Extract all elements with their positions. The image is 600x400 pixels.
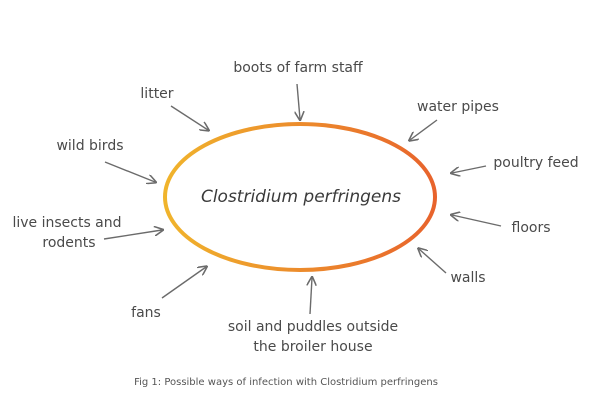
- arrow-fans: [161, 267, 206, 299]
- arrow-wild-birds: [104, 161, 155, 182]
- label-soil-puddles-line2: the broiler house: [253, 339, 372, 355]
- arrows: [103, 83, 502, 315]
- label-soil-puddles-line1: soil and puddles outside: [228, 319, 398, 335]
- center-label: Clostridium perfringens: [201, 187, 401, 207]
- label-walls: walls: [450, 270, 485, 286]
- source-labels: boots of farm staff water pipes poultry …: [12, 60, 578, 355]
- center-ellipse: [163, 122, 437, 272]
- label-boots: boots of farm staff: [233, 60, 363, 76]
- label-litter: litter: [140, 86, 173, 102]
- arrow-floors: [452, 215, 502, 227]
- label-fans: fans: [131, 305, 161, 321]
- arrow-poultry-feed: [452, 165, 487, 173]
- label-water-pipes: water pipes: [417, 99, 499, 115]
- arrow-water-pipes: [410, 119, 438, 140]
- label-insects-rodents-line1: live insects and: [12, 215, 121, 231]
- arrow-litter: [170, 105, 208, 130]
- arrow-soil-puddles: [310, 278, 312, 315]
- label-insects-rodents-line2: rodents: [42, 235, 95, 251]
- arrow-walls: [419, 249, 447, 274]
- arrow-boots: [297, 83, 300, 119]
- label-floors: floors: [512, 220, 551, 236]
- label-poultry-feed: poultry feed: [493, 155, 578, 171]
- label-wild-birds: wild birds: [56, 138, 123, 154]
- figure-caption: Fig 1: Possible ways of infection with C…: [134, 377, 438, 388]
- arrow-insects-rodents: [103, 230, 162, 240]
